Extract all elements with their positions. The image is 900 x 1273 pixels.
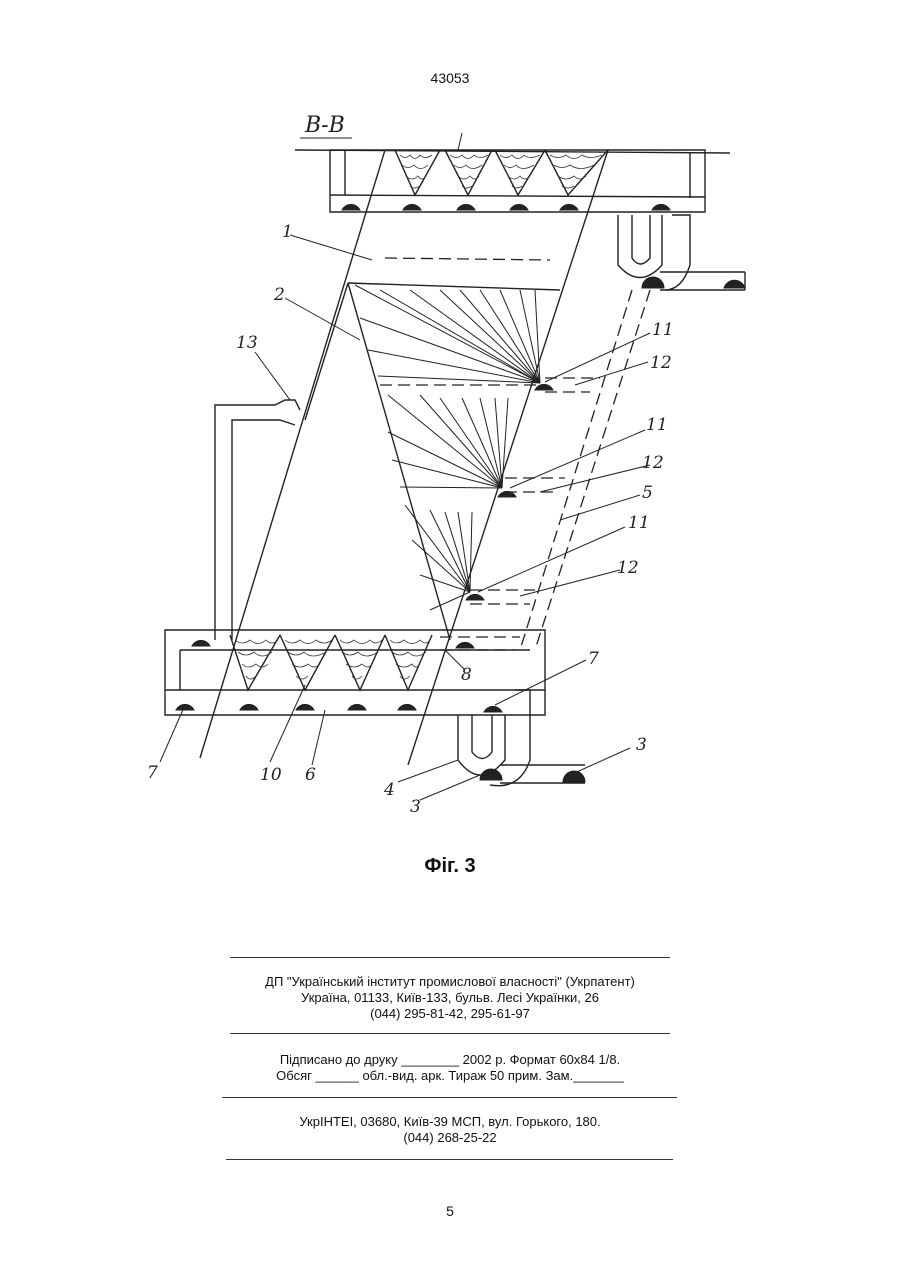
callout-3-right: 3: [636, 735, 647, 755]
divider: [226, 1159, 673, 1160]
callout-13: 13: [236, 333, 258, 353]
callout-12-bottom: 12: [617, 558, 639, 578]
divider: [222, 1097, 677, 1098]
figure-caption: Фіг. 3: [0, 855, 900, 878]
printer-phone: (044) 268-25-22: [0, 1130, 900, 1146]
divider: [230, 1033, 670, 1034]
callout-10: 10: [260, 765, 282, 785]
document-number: 43053: [0, 70, 900, 86]
publisher-block: ДП "Український інститут промислової вла…: [0, 974, 900, 1022]
callout-12-mid: 12: [642, 453, 664, 473]
printer-block: УкрІНТЕІ, 03680, Київ-39 МСП, вул. Горьк…: [0, 1114, 900, 1146]
callout-2: 2: [273, 285, 285, 305]
section-label: В-В: [304, 113, 345, 138]
callout-3-left: 3: [410, 797, 421, 817]
print-volume-line: Обсяг ______ обл.-вид. арк. Тираж 50 при…: [0, 1068, 900, 1084]
callout-8: 8: [461, 665, 472, 685]
divider: [230, 957, 670, 958]
publisher-name: ДП "Український інститут промислової вла…: [0, 974, 900, 990]
patent-drawing: В-В 1 2 13 11 12 11 12 5 11 12 7 8 7 10 …: [130, 100, 770, 820]
publisher-phone: (044) 295-81-42, 295-61-97: [0, 1006, 900, 1022]
printer-address: УкрІНТЕІ, 03680, Київ-39 МСП, вул. Горьк…: [0, 1114, 900, 1130]
callout-11-mid: 11: [646, 415, 668, 435]
callout-11-top: 11: [652, 320, 674, 340]
print-signed-line: Підписано до друку ________ 2002 р. Форм…: [0, 1052, 900, 1068]
callout-4: 4: [383, 780, 395, 800]
page-number: 5: [0, 1203, 900, 1219]
callout-5: 5: [642, 483, 653, 503]
callout-7-right: 7: [588, 649, 599, 669]
callout-7-left: 7: [147, 763, 158, 783]
callout-11-bottom: 11: [628, 513, 650, 533]
callout-1: 1: [282, 222, 293, 242]
callout-12-top: 12: [650, 353, 672, 373]
callout-6: 6: [305, 765, 316, 785]
publisher-address: Україна, 01133, Київ-133, бульв. Лесі Ук…: [0, 990, 900, 1006]
print-details-block: Підписано до друку ________ 2002 р. Форм…: [0, 1052, 900, 1084]
